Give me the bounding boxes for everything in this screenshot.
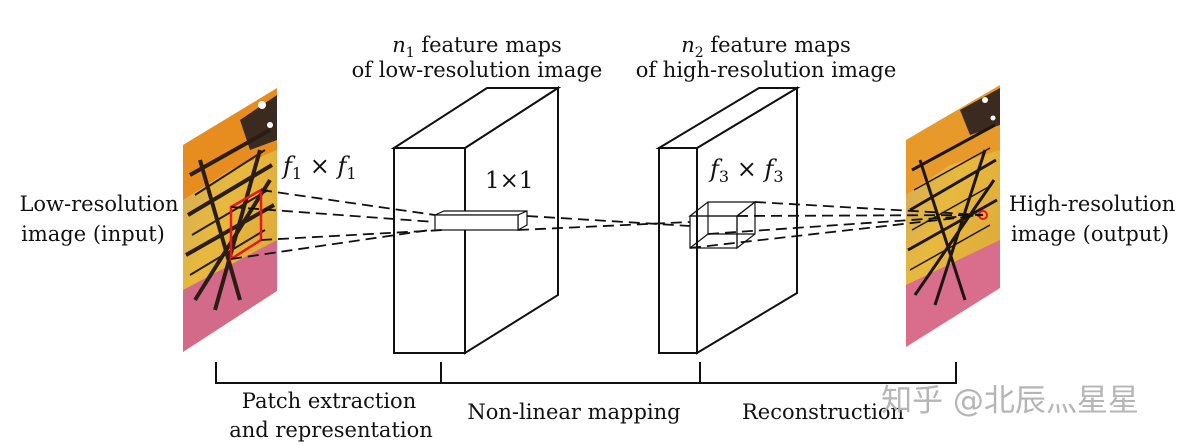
stage-reconstruction-label: Reconstruction bbox=[742, 400, 904, 424]
n2-subscript: 2 bbox=[695, 45, 704, 61]
block2-subtitle: of high-resolution image bbox=[636, 58, 897, 82]
stage-bracket bbox=[215, 362, 957, 384]
stage-patch-label-line1: Patch extraction bbox=[242, 389, 416, 413]
feature-block-1 bbox=[390, 86, 562, 355]
input-label-line2: image (input) bbox=[21, 222, 165, 246]
conv-1x1-slab bbox=[434, 210, 528, 232]
filter2-label: 1×1 bbox=[485, 168, 534, 194]
output-label-line1: High-resolution bbox=[1009, 192, 1176, 216]
feature-block-2 bbox=[655, 86, 801, 355]
dashed-connections bbox=[230, 189, 984, 260]
watermark: 知乎 @北辰灬星星 bbox=[881, 383, 1139, 419]
n1-symbol: n bbox=[392, 33, 406, 57]
n1-subscript: 1 bbox=[406, 45, 415, 61]
n1-caption: feature maps bbox=[415, 33, 562, 57]
n2-caption: feature maps bbox=[704, 33, 851, 57]
n2-symbol: n bbox=[681, 33, 695, 57]
stage-patch-label-line2: and representation bbox=[229, 418, 433, 442]
input-label-line1: Low-resolution bbox=[19, 192, 178, 216]
filter3-label: f3 × f3 bbox=[708, 155, 784, 186]
block1-title: n1 feature maps bbox=[392, 33, 562, 61]
filter1-label: f1 × f1 bbox=[281, 152, 357, 183]
output-image bbox=[906, 85, 1000, 347]
stage-nonlinear-label: Non-linear mapping bbox=[467, 400, 680, 424]
block1-subtitle: of low-resolution image bbox=[352, 58, 603, 82]
block2-title: n2 feature maps bbox=[681, 33, 851, 61]
output-label-line2: image (output) bbox=[1011, 222, 1169, 246]
